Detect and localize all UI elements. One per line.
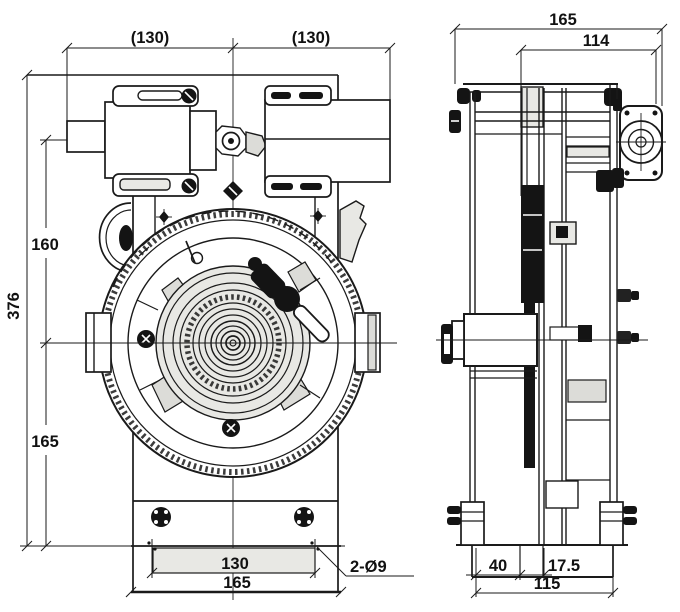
foot-bracket [447, 501, 485, 546]
front-base [131, 500, 341, 594]
disc-bolt-icon [222, 419, 240, 437]
disc-bolt-icon [137, 330, 155, 348]
right-block [264, 99, 391, 183]
dim-side-base-depth-label: 115 [534, 575, 561, 593]
sheave-section [521, 185, 592, 468]
side-frame [449, 83, 622, 545]
front-top-dimension: (130) (130) [61, 29, 396, 121]
dim-side-foot-center-label: 17.5 [548, 557, 580, 575]
foot-bolt-icon [623, 506, 637, 514]
dim-front-height-upper-label: 160 [31, 236, 59, 254]
mounting-hole-mark-icon [145, 539, 159, 553]
front-right-tab [354, 312, 381, 373]
side-base [447, 501, 637, 578]
dim-front-width-right-label: (130) [292, 29, 331, 47]
front-top-assembly [66, 85, 391, 201]
dim-front-width-left-label: (130) [131, 29, 170, 47]
front-right-bracket [339, 200, 367, 263]
base-slot [152, 547, 316, 574]
front-base-dimensions: 130 165 2-Ø9 [125, 546, 414, 598]
block-step [189, 110, 217, 171]
front-left-ear [98, 202, 133, 273]
base-bolt-icon [151, 507, 171, 527]
right-block-bottom-cap [264, 175, 332, 198]
dim-front-base-slot-label: 130 [221, 555, 249, 573]
side-view: 165 114 [436, 11, 668, 599]
foot-bolt-icon [447, 517, 461, 525]
side-top-dimensions: 165 114 [449, 11, 668, 196]
side-right-bolt-icon [617, 289, 639, 302]
right-block-top-cap [264, 85, 332, 106]
corner-bracket-icon [457, 88, 470, 104]
dim-front-height-total-label: 376 [5, 292, 23, 320]
left-shaft [66, 120, 106, 153]
side-lower-body [545, 379, 610, 509]
dim-front-base-width-label: 165 [223, 574, 251, 592]
nut-icon [578, 325, 592, 342]
dim-side-foot-left-label: 40 [489, 557, 507, 575]
foot-bolt-icon [447, 506, 461, 514]
front-view: (130) (130) 376 160 165 [5, 29, 414, 600]
base-bolt-icon [294, 507, 314, 527]
bearing-housing [612, 99, 666, 188]
pin-mark-icon [156, 209, 172, 225]
side-bottom-dimensions: 40 17.5 115 [466, 548, 619, 599]
flyweight-lever [248, 257, 330, 343]
foot-bolt-icon [623, 517, 637, 525]
pin-mark-icon [310, 208, 326, 224]
left-block [104, 101, 191, 179]
dim-side-depth-total-label: 165 [549, 11, 577, 29]
front-left-tab [85, 312, 112, 373]
side-right-bolt-icon [617, 331, 639, 344]
dim-front-height-lower-label: 165 [31, 433, 59, 451]
front-sheave [98, 208, 368, 478]
pawl [185, 240, 204, 265]
side-hub [441, 313, 538, 379]
front-mounting-holes-label: 2-Ø9 [350, 558, 387, 576]
tripping-arc [112, 210, 332, 288]
dim-side-frame-depth-label: 114 [583, 32, 610, 50]
foot-bracket [599, 501, 637, 546]
